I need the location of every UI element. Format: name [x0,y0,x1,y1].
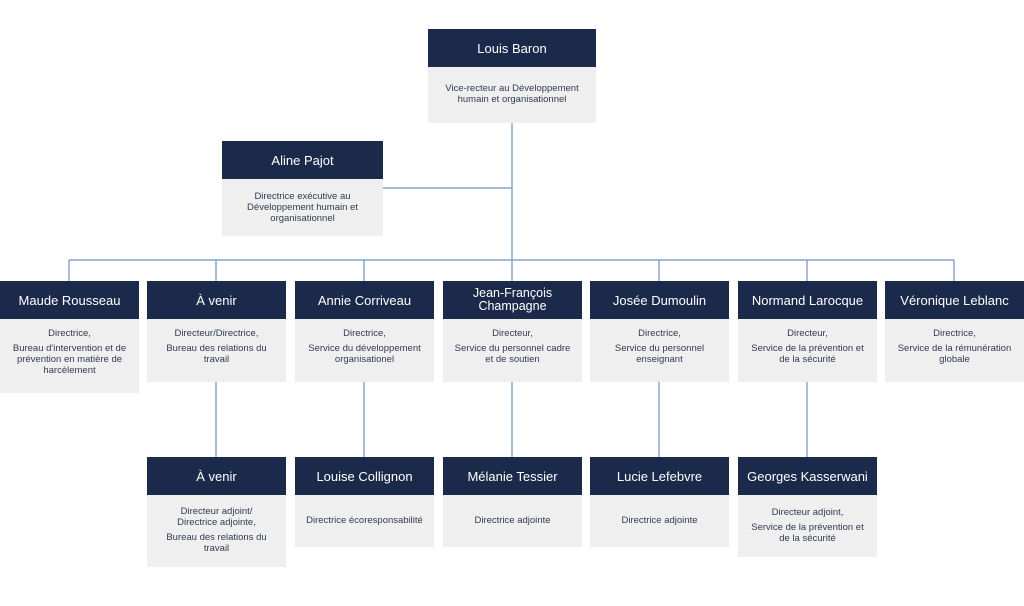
desc-line: travail [203,543,230,554]
node-description: Directrice exécutive au Développement hu… [222,179,383,236]
node-row1: Josée Dumoulin Directrice, Service du pe… [590,281,729,382]
node-row1: Normand Larocque Directeur, Service de l… [738,281,877,382]
desc-line: Service de la prévention et [751,522,864,533]
desc-line: Directeur, [492,328,533,339]
node-row2: Louise Collignon Directrice écoresponsab… [295,457,434,547]
node-row2: Mélanie Tessier Directrice adjointe [443,457,582,547]
node-name: Lucie Lefebvre [590,457,729,495]
desc-line: Directrice, [933,328,976,339]
desc-line: Vice-recteur au Développement [445,83,579,94]
node-name: Aline Pajot [222,141,383,179]
node-description: Directeur adjoint/ Directrice adjointe, … [147,495,286,567]
desc-line: de la sécurité [779,533,836,544]
node-row1: À venir Directeur/Directrice, Bureau des… [147,281,286,382]
node-description: Directeur/Directrice, Bureau des relatio… [147,319,286,382]
desc-line: Directrice exécutive au [254,191,351,202]
desc-line: Directrice, [48,328,91,339]
desc-line: Directeur adjoint, [771,507,844,518]
node-description: Vice-recteur au Développement humain et … [428,67,596,123]
node-description: Directeur adjoint, Service de la prévent… [738,495,877,557]
node-row2: Georges Kasserwani Directeur adjoint, Se… [738,457,877,557]
node-description: Directeur, Service de la prévention et d… [738,319,877,382]
desc-line: Directrice, [343,328,386,339]
node-row1: Maude Rousseau Directrice, Bureau d'inte… [0,281,139,393]
node-name: Normand Larocque [738,281,877,319]
desc-line: Service du développement [308,343,421,354]
desc-line: Directrice adjointe [621,515,698,526]
node-name: Georges Kasserwani [738,457,877,495]
desc-line: Directrice, [638,328,681,339]
node-row2: À venir Directeur adjoint/ Directrice ad… [147,457,286,567]
desc-line: Bureau des relations du [166,532,267,543]
desc-line: prévention en matière de [16,354,123,365]
desc-line: Directeur/Directrice, [174,328,259,339]
node-row1: Véronique Leblanc Directrice, Service de… [885,281,1024,382]
node-description: Directrice, Bureau d'intervention et de … [0,319,139,393]
desc-line: enseignant [636,354,683,365]
node-name: Véronique Leblanc [885,281,1024,319]
node-description: Directrice, Service du développement org… [295,319,434,382]
desc-line: globale [939,354,970,365]
node-name: Annie Corriveau [295,281,434,319]
desc-line: de la sécurité [779,354,836,365]
node-name: À venir [147,281,286,319]
desc-line: Directrice adjointe, [177,517,256,528]
desc-line: Développement humain et [247,202,358,213]
desc-line: Service de la rémunération [897,343,1012,354]
desc-line: et de soutien [485,354,540,365]
desc-line: organisationel [334,354,395,365]
desc-line: Directrice adjointe [474,515,551,526]
desc-line: organisationnel [270,213,335,224]
desc-line: humain et organisationnel [457,94,567,105]
desc-line: Bureau des relations du [166,343,267,354]
node-row2: Lucie Lefebvre Directrice adjointe [590,457,729,547]
node-name: À venir [147,457,286,495]
node-name: Mélanie Tessier [443,457,582,495]
node-description: Directrice, Service du personnel enseign… [590,319,729,382]
desc-line: travail [203,354,230,365]
node-description: Directrice écoresponsabilité [295,495,434,547]
desc-line: Directeur adjoint/ [180,506,253,517]
desc-line: Directeur, [787,328,828,339]
node-description: Directeur, Service du personnel cadre et… [443,319,582,382]
node-name: Louis Baron [428,29,596,67]
node-name: Jean-François Champagne [443,281,582,319]
desc-line: Bureau d'intervention et de [12,343,127,354]
node-row1: Annie Corriveau Directrice, Service du d… [295,281,434,382]
node-description: Directrice adjointe [590,495,729,547]
node-root: Louis Baron Vice-recteur au Développemen… [428,29,596,123]
desc-line: Service du personnel [614,343,705,354]
node-name: Maude Rousseau [0,281,139,319]
desc-line: harcèlement [43,365,96,376]
node-description: Directrice adjointe [443,495,582,547]
desc-line: Service de la prévention et [751,343,864,354]
node-name: Josée Dumoulin [590,281,729,319]
node-name: Louise Collignon [295,457,434,495]
desc-line: Service du personnel cadre [454,343,571,354]
node-exec: Aline Pajot Directrice exécutive au Déve… [222,141,383,236]
node-description: Directrice, Service de la rémunération g… [885,319,1024,382]
node-row1: Jean-François Champagne Directeur, Servi… [443,281,582,382]
desc-line: Directrice écoresponsabilité [306,515,423,526]
